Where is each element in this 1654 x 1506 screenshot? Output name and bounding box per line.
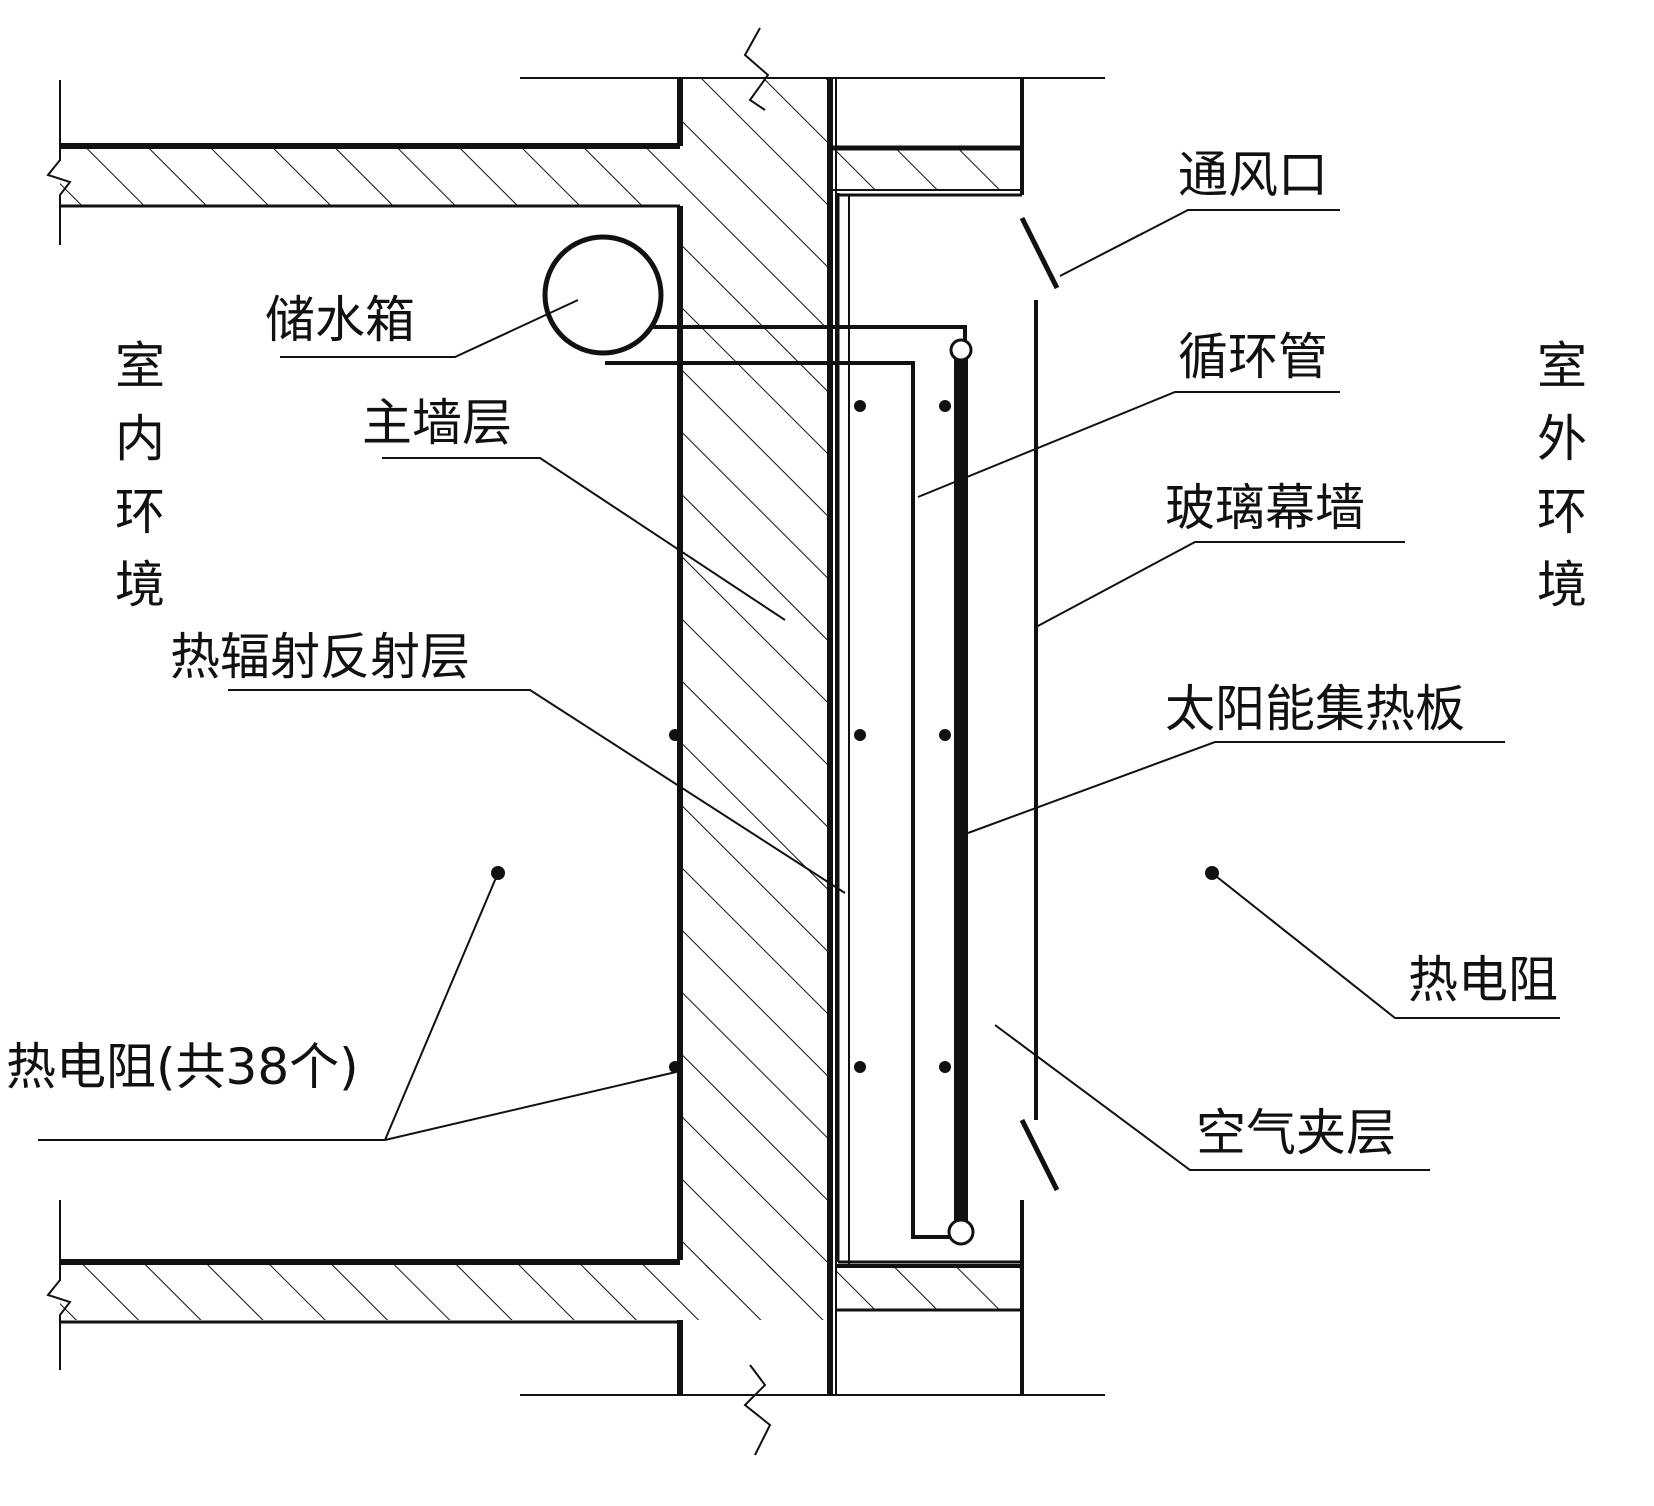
vent-label: 通风口 [1178, 146, 1328, 204]
outdoor-environment-label: 室 外 环 境 [1537, 337, 1587, 614]
circulation-pipe-label: 循环管 [1178, 328, 1328, 386]
glass-curtain-wall [1019, 78, 1060, 1395]
upper-outer-slab [830, 145, 1022, 191]
sensor-dots [491, 400, 1219, 1073]
upper-floor-slab [46, 80, 680, 245]
air-layer-label: 空气夹层 [1196, 1104, 1396, 1162]
main-wall-column [677, 27, 837, 1456]
main-wall-label: 主墙层 [362, 394, 512, 452]
glass-curtain-wall-label: 玻璃幕墙 [1165, 479, 1365, 537]
indoor-environment-label: 室 内 环 境 [115, 337, 165, 614]
leader-lines [38, 209, 1560, 1171]
lower-floor-slab [46, 1200, 830, 1370]
lower-outer-slab [836, 1264, 1022, 1312]
solar-collector-panel [947, 338, 975, 1246]
water-tank-icon [542, 234, 664, 356]
water-tank-label: 储水箱 [265, 291, 415, 349]
cap-lines [520, 77, 1105, 1396]
rtd-outdoor-label: 热电阻 [1408, 951, 1558, 1009]
rtd-count-label: 热电阻(共38个) [6, 1038, 359, 1096]
solar-panel-label: 太阳能集热板 [1165, 680, 1465, 738]
reflection-layer-label: 热辐射反射层 [170, 628, 470, 686]
